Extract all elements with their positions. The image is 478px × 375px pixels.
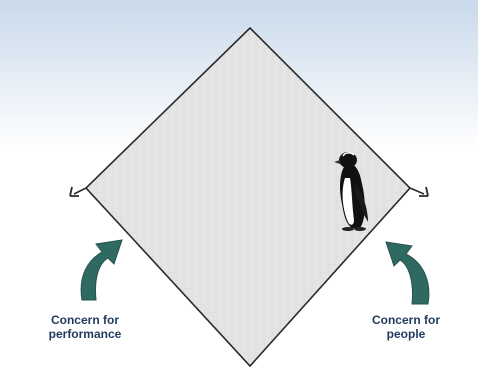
concern-for-people-label: Concern for people [356,313,456,341]
label-line: people [386,327,426,341]
label-line: performance [48,327,122,341]
penguin-icon [334,152,368,231]
left-axis-arrow [69,186,87,197]
label-line: Concern for [371,313,440,327]
axis-arrowhead-icon [69,186,79,197]
axis-arrowhead-icon [419,186,429,197]
grid-diamond [84,26,412,368]
label-line: Concern for [50,313,119,327]
curved-arrow-icon [385,241,430,305]
concern-for-performance-label: Concern for performance [30,313,140,341]
curved-arrow-icon [80,239,123,301]
right-axis-arrow [409,186,429,197]
